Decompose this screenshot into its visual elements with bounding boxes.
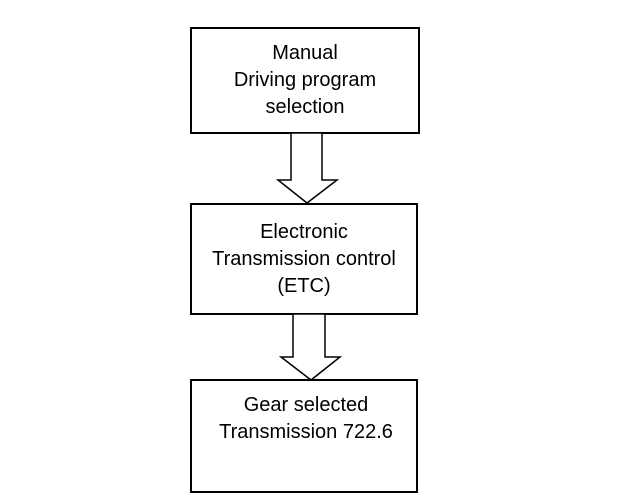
box-line: Manual bbox=[272, 42, 338, 64]
down-arrow-2 bbox=[278, 313, 343, 381]
box-line: selection bbox=[265, 96, 345, 118]
box-line: (ETC) bbox=[277, 275, 331, 297]
down-arrow-2-shape bbox=[278, 313, 343, 381]
down-arrow-1-shape bbox=[275, 132, 340, 204]
box-line: Driving program bbox=[233, 69, 377, 91]
box-line: Gear selected bbox=[243, 394, 369, 416]
box-line: Transmission 722.6 bbox=[219, 421, 393, 443]
box-line: Electronic bbox=[260, 221, 348, 243]
manual-program-selection-box: Manual Driving program selection bbox=[190, 27, 420, 134]
gear-selected-transmission-box: Gear selected Transmission 722.6 bbox=[190, 379, 418, 493]
electronic-transmission-control-box: Electronic Transmission control (ETC) bbox=[190, 203, 418, 315]
box-line: Transmission control bbox=[212, 248, 396, 270]
down-arrow-1 bbox=[275, 132, 340, 204]
